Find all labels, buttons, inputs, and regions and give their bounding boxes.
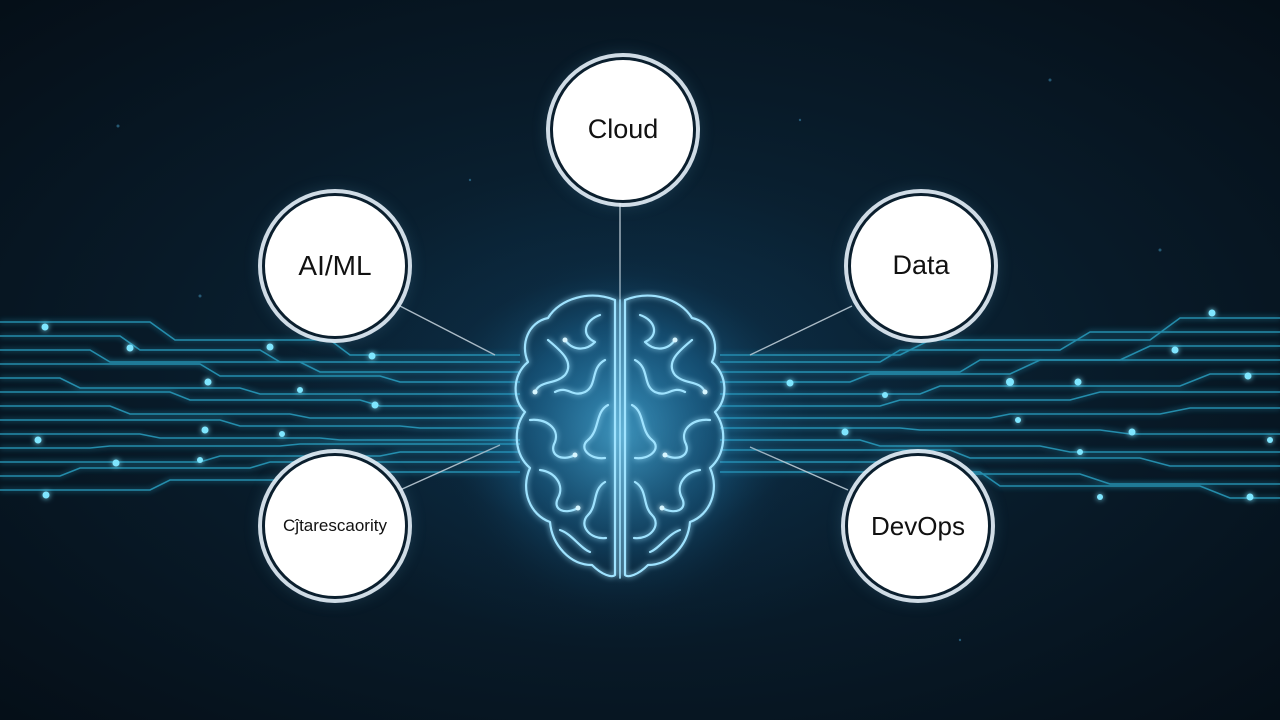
circuit-nodes (34, 309, 1273, 501)
devops-node: DevOps (845, 453, 991, 599)
brain-circuit-icon (514, 294, 726, 579)
right-circuit-traces (720, 317, 1280, 499)
cybersecurity-node: Cĵtarescaority (262, 453, 408, 599)
cloud-node-label: Cloud (587, 114, 659, 145)
data-node-label: Data (892, 250, 950, 281)
data-node: Data (848, 193, 994, 339)
devops-node-label: DevOps (871, 510, 965, 541)
aiml-node: AI/ML (262, 193, 408, 339)
cybersecurity-node-label: Cĵtarescaority (283, 515, 387, 535)
left-circuit-traces (0, 321, 520, 491)
cloud-node: Cloud (550, 57, 696, 203)
aiml-node-label: AI/ML (298, 249, 372, 281)
